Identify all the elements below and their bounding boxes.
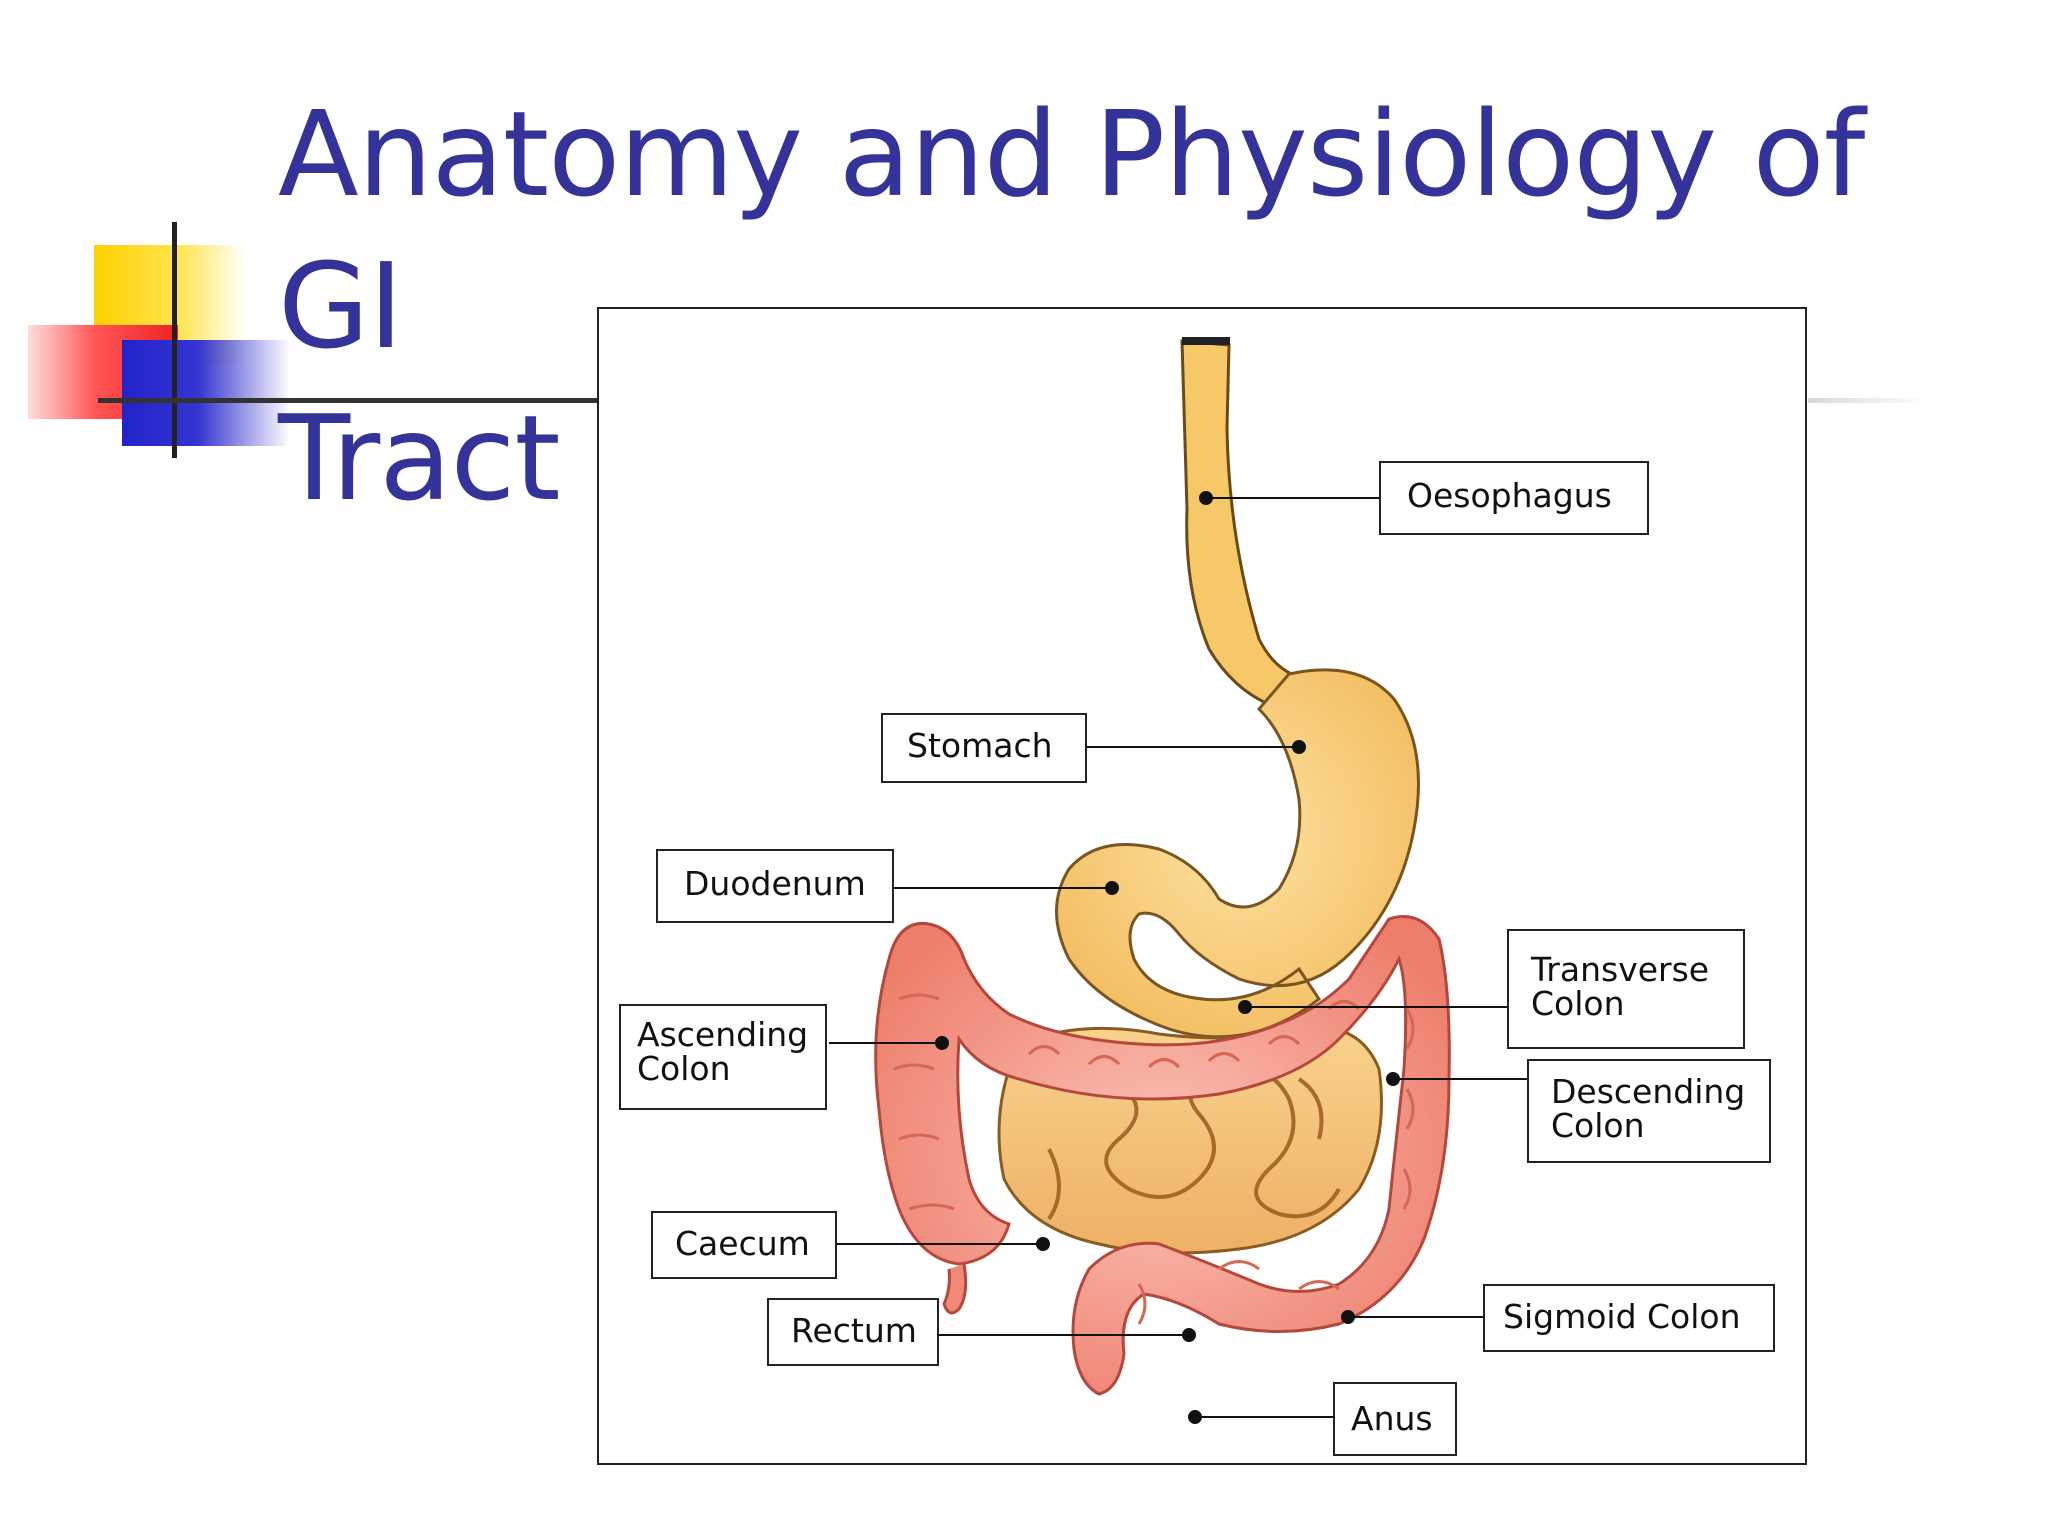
label-ascending-colon: Ascending Colon <box>619 1004 827 1110</box>
stomach-shape <box>1055 668 1420 1039</box>
label-caecum: Caecum <box>651 1211 837 1279</box>
title-line-1: Anatomy and Physiology of GI <box>278 85 1865 375</box>
label-stomach: Stomach <box>881 713 1087 783</box>
label-anus: Anus <box>1333 1382 1457 1456</box>
appendix-shape <box>942 1263 968 1315</box>
label-duodenum: Duodenum <box>656 849 894 923</box>
label-rectum: Rectum <box>767 1298 939 1366</box>
oesophagus-top <box>1182 337 1230 345</box>
leader-lines <box>829 491 1527 1424</box>
title-line-2: Tract <box>278 389 561 527</box>
label-descending-colon: Descending Colon <box>1527 1059 1771 1163</box>
decorative-horizontal-line-fade <box>1808 398 1928 403</box>
small-intestine-coils <box>1037 1065 1341 1219</box>
gi-tract-illustration <box>829 337 1527 1424</box>
large-intestine-shape <box>874 915 1451 1396</box>
slide-title: Anatomy and Physiology of GI Tract <box>278 78 2018 534</box>
decorative-blue-square <box>122 340 290 446</box>
label-oesophagus: Oesophagus <box>1379 461 1649 535</box>
colon-haustra <box>893 993 1415 1325</box>
gi-tract-diagram: Oesophagus Stomach Duodenum Transverse C… <box>597 307 1807 1465</box>
decorative-vertical-line <box>172 222 177 458</box>
oesophagus-shape <box>1180 339 1301 713</box>
decorative-horizontal-line <box>98 398 600 403</box>
label-transverse-colon: Transverse Colon <box>1507 929 1745 1049</box>
label-sigmoid-colon: Sigmoid Colon <box>1483 1284 1775 1352</box>
